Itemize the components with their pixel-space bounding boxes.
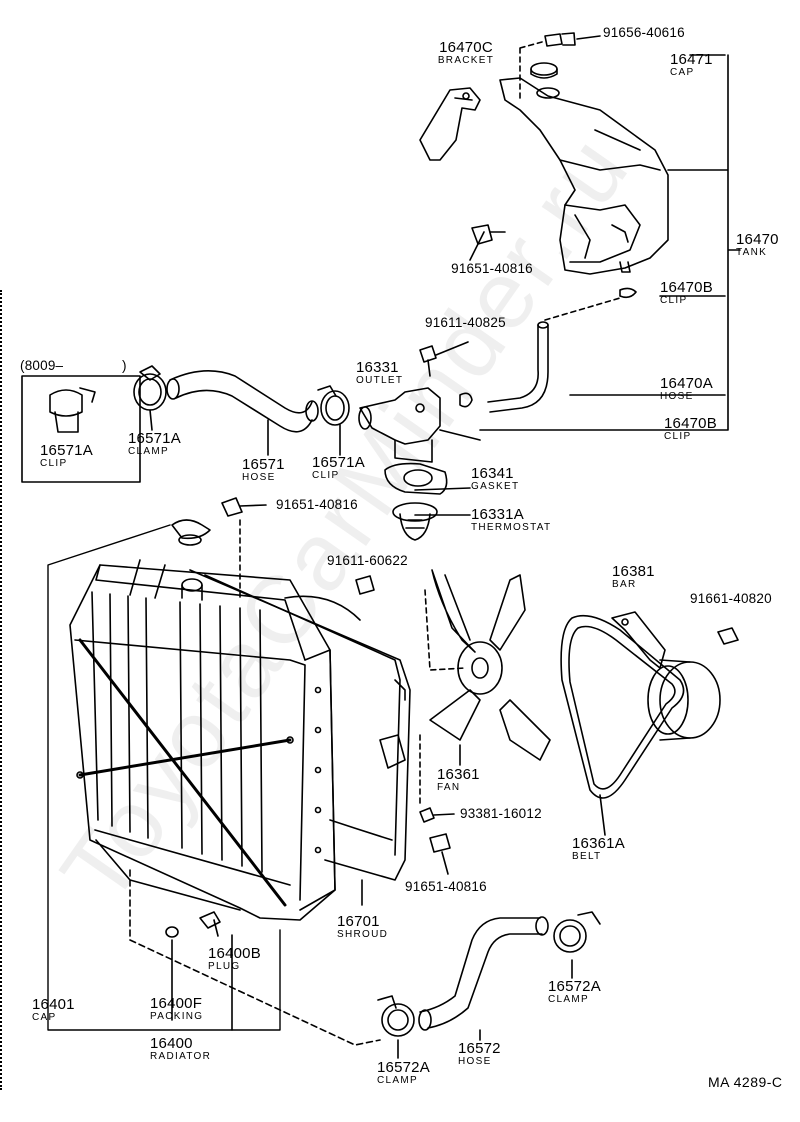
label-91651-40816-lower: 91651-40816 [405,879,487,894]
bracket-16470C [419,87,481,161]
label-91661-40820: 91661-40820 [690,591,772,606]
label-91651-40816-upper: 91651-40816 [451,261,533,276]
pulley [647,659,721,741]
label-8009: (8009– [20,358,64,373]
drain-plug-16400B [199,911,221,937]
label-91651-40816-middle: 91651-40816 [276,497,358,512]
fan-16361 [429,569,551,761]
bolt-91611-fan [355,575,375,595]
bolt-91651-middle [221,497,267,517]
bolt-93381 [419,807,455,823]
adjusting-bar-16381 [611,611,666,669]
fan-shroud-16701 [189,569,411,881]
label-91656-40616: 91656-40616 [603,25,685,40]
thermostat-16331A [392,502,438,541]
upper-hose-16571 [166,370,319,433]
clamp-16572A-right [553,911,601,953]
reserve-tank [499,77,669,275]
tank-cap [530,62,558,79]
water-outlet-16331 [358,387,441,463]
radiator-cap-16401 [171,519,211,546]
bolt-91611-upper [419,341,469,377]
clip-16470B-upper [619,287,637,299]
diagram-code: MA 4289-C [708,1074,783,1090]
bolt-91651-upper [471,224,506,245]
left-margin-dotted-line [0,290,6,1090]
gasket-16341 [384,462,448,495]
overflow-hose-16470A [487,321,549,413]
clip-16571A-right [317,385,350,426]
label-91611-60622: 91611-60622 [327,553,408,568]
label-91611-40825: 91611-40825 [425,315,506,330]
radiator-16400 [69,559,336,921]
bolt-91651-lower [429,833,451,875]
bolt-91661 [717,627,739,645]
drain-packing-16400F [165,926,179,938]
clip-16470B-lower [459,392,473,408]
belt-16361A [560,614,685,799]
label-93381-16012: 93381-16012 [460,806,542,821]
label-8009-close: ) [122,358,127,373]
clip-16571A-boxed [21,375,141,483]
lower-hose-16572 [418,916,549,1031]
bolt-91656 [544,32,601,47]
clamp-16572A-left [377,995,415,1037]
clamp-16571A-left [133,365,167,411]
